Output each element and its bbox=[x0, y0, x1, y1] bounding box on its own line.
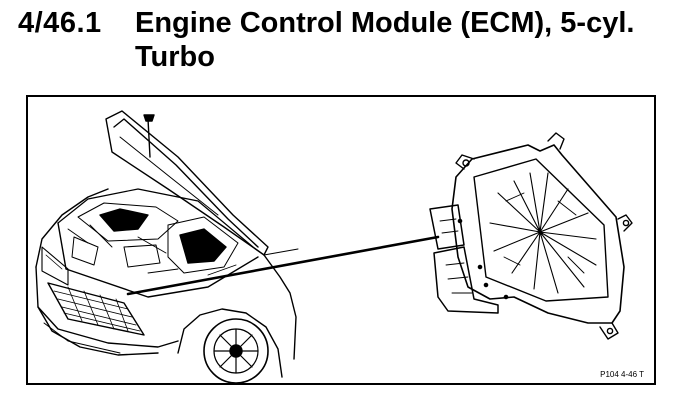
car-front-drawing bbox=[35, 110, 299, 383]
leader-line bbox=[126, 235, 440, 296]
section-number: 4/46.1 bbox=[18, 7, 102, 39]
ecm-location-illustration bbox=[35, 110, 633, 383]
illustration-frame: P104 4-46 T bbox=[26, 95, 656, 385]
ecm-unit-drawing bbox=[429, 132, 633, 340]
section-title: Engine Control Module (ECM), 5-cyl. Turb… bbox=[135, 7, 635, 73]
figure-reference: P104 4-46 T bbox=[600, 370, 644, 379]
